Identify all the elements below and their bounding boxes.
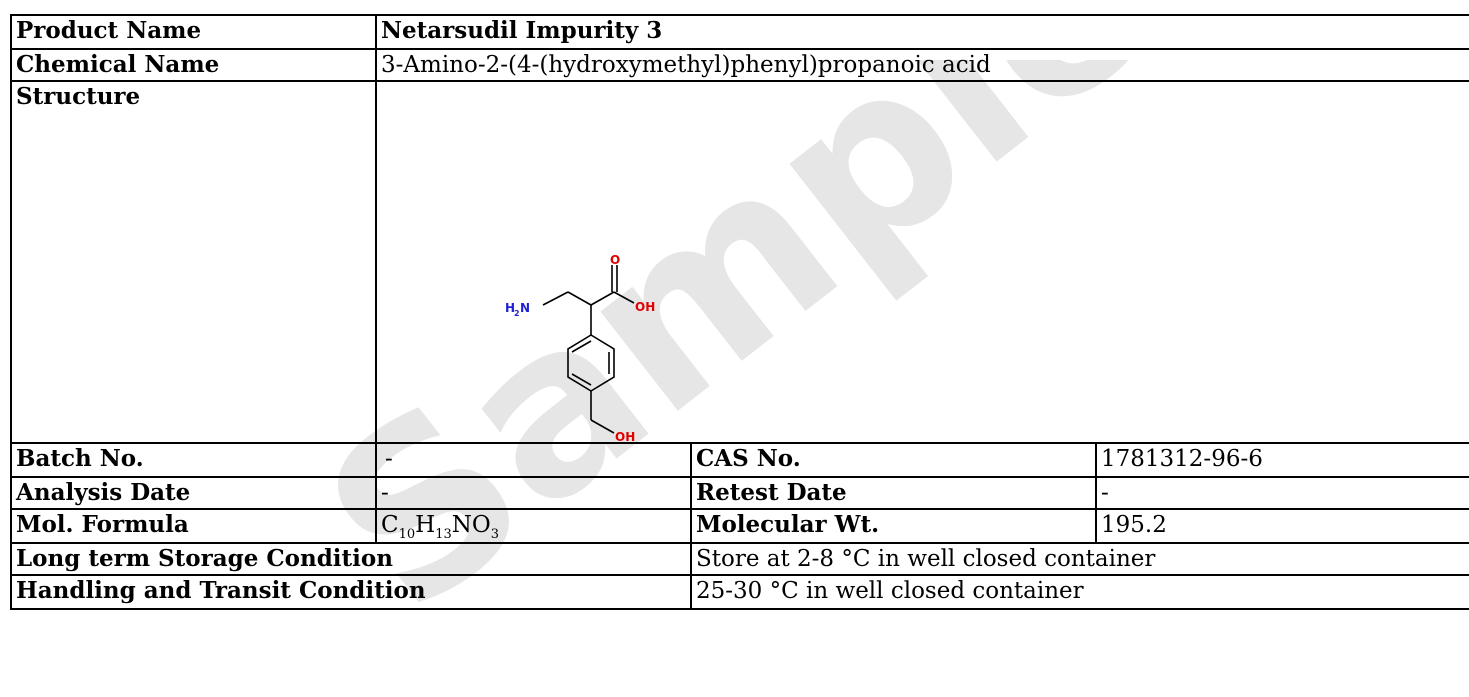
cas-label: CAS No. xyxy=(690,442,1097,478)
row-chemical-name: Chemical Name 3-Amino-2-(4-(hydroxymethy… xyxy=(10,48,1469,82)
retest-date-value: - xyxy=(1094,476,1469,510)
row-product-name: Product Name Netarsudil Impurity 3 xyxy=(10,14,1469,50)
amine-h: H xyxy=(505,301,515,315)
analysis-date-value: - xyxy=(375,476,692,510)
formula-h-count: 13 xyxy=(435,527,452,542)
ring-double-1 xyxy=(571,340,592,353)
carbonyl-o: O xyxy=(610,253,620,267)
alcohol-oh: OH xyxy=(615,430,635,442)
formula-c: C xyxy=(381,512,399,538)
atom-labels: H 2 N O OH OH xyxy=(505,253,655,442)
bond-ch-c xyxy=(590,291,615,306)
molecular-wt-value: 195.2 xyxy=(1094,508,1469,544)
row-dates: Analysis Date - Retest Date - xyxy=(10,476,1469,510)
coa-table: Product Name Netarsudil Impurity 3 Chemi… xyxy=(10,14,1469,610)
batch-value: - xyxy=(375,442,692,478)
benzene-ring xyxy=(567,334,615,392)
row-structure: Structure xyxy=(10,80,1469,444)
amine-sub: 2 xyxy=(514,309,520,318)
formula-c-count: 10 xyxy=(398,527,416,542)
storage-value: Store at 2-8 °C in well closed container xyxy=(689,542,1469,576)
handling-label: Handling and Transit Condition xyxy=(10,574,692,610)
storage-label: Long term Storage Condition xyxy=(10,542,692,576)
row-storage: Long term Storage Condition Store at 2-8… xyxy=(10,542,1469,576)
structure-label: Structure xyxy=(10,80,377,444)
row-formula: Mol. Formula C10H13NO3 Molecular Wt. 195… xyxy=(10,508,1469,544)
formula-h: H xyxy=(415,512,436,538)
molecular-wt-label: Molecular Wt. xyxy=(690,508,1097,544)
cas-value: 1781312-96-6 xyxy=(1094,442,1469,478)
handling-value: 25-30 °C in well closed container xyxy=(689,574,1469,610)
product-name-label: Product Name xyxy=(10,14,377,50)
bond-n-ch2 xyxy=(542,291,569,306)
structure-cell: H 2 N O OH OH xyxy=(374,80,1469,444)
mol-formula-label: Mol. Formula xyxy=(10,508,377,544)
row-handling: Handling and Transit Condition 25-30 °C … xyxy=(10,574,1469,610)
retest-date-label: Retest Date xyxy=(690,476,1097,510)
chemical-name-label: Chemical Name xyxy=(10,48,377,82)
product-name-value: Netarsudil Impurity 3 xyxy=(374,14,1469,50)
acid-oh: OH xyxy=(635,300,655,314)
ring-double-3 xyxy=(571,373,592,386)
mol-formula-value: C10H13NO3 xyxy=(375,508,692,544)
chemical-name-value: 3-Amino-2-(4-(hydroxymethyl)phenyl)propa… xyxy=(374,48,1469,82)
amine-n: N xyxy=(520,301,530,315)
formula-o-count: 3 xyxy=(490,527,500,542)
bond-ch2-oh xyxy=(590,419,615,434)
formula-no: NO xyxy=(451,512,491,538)
bond-ch2-ch xyxy=(567,291,592,306)
bonds xyxy=(542,265,635,434)
batch-label: Batch No. xyxy=(10,442,377,478)
analysis-date-label: Analysis Date xyxy=(10,476,377,510)
structure-diagram: H 2 N O OH OH xyxy=(505,253,655,442)
bond-c-oh xyxy=(613,291,635,304)
row-batch: Batch No. - CAS No. 1781312-96-6 xyxy=(10,442,1469,478)
